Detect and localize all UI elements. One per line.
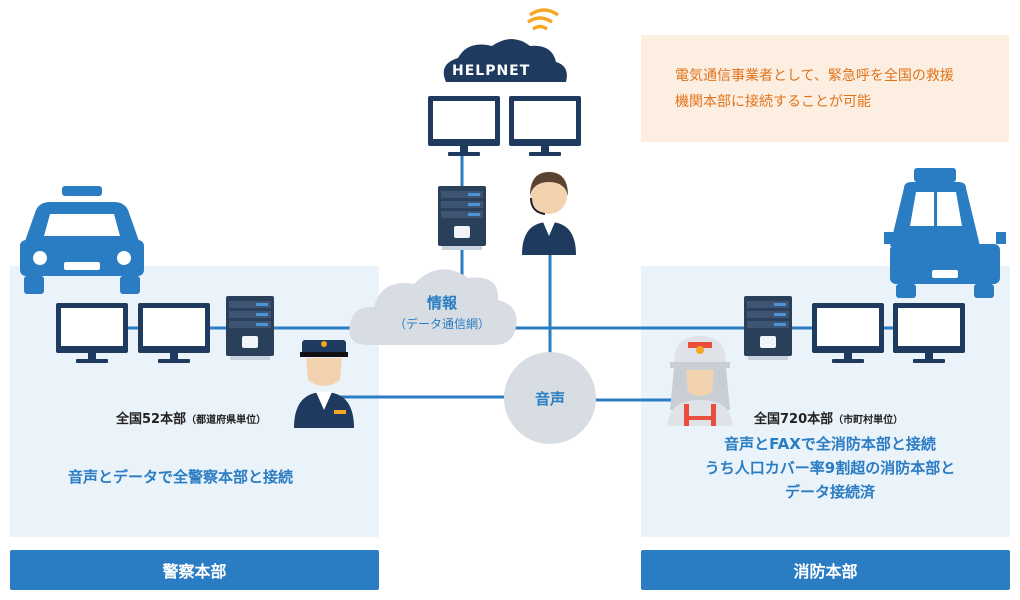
operator-icon bbox=[522, 172, 576, 255]
police-car-icon bbox=[20, 186, 144, 294]
cloud-sublabel: （データ通信網） bbox=[393, 317, 490, 331]
police-count-unit: （都道府県単位） bbox=[186, 415, 267, 426]
police-count-label: 全国52本部（都道府県単位） bbox=[116, 408, 266, 427]
cloud-label: 情報 bbox=[426, 294, 457, 312]
fire-footer: 消防本部 bbox=[641, 550, 1010, 590]
helpnet-logo bbox=[443, 8, 567, 82]
info-note: 電気通信事業者として、緊急呼を全国の救援 機関本部に接続することが可能 bbox=[641, 35, 1009, 142]
fire-description-line-2: うち人口カバー率9割超の消防本部と bbox=[704, 459, 956, 477]
data-network-cloud bbox=[349, 269, 517, 345]
fire-monitor-1 bbox=[812, 303, 884, 363]
note-line-1: 電気通信事業者として、緊急呼を全国の救援 bbox=[675, 68, 954, 84]
police-footer: 警察本部 bbox=[10, 550, 379, 590]
police-officer-icon bbox=[294, 340, 354, 428]
voice-network-circle bbox=[504, 352, 596, 444]
voice-label: 音声 bbox=[534, 390, 565, 408]
helpnet-monitor-2 bbox=[509, 96, 581, 156]
fire-description-line-1: 音声とFAXで全消防本部と接続 bbox=[724, 435, 936, 453]
police-count: 全国52本部 bbox=[116, 412, 187, 427]
firefighter-icon bbox=[668, 336, 732, 426]
connection-lines bbox=[92, 118, 930, 402]
helpnet-monitor-1 bbox=[428, 96, 500, 156]
note-line-2: 機関本部に接続することが可能 bbox=[675, 94, 871, 110]
police-monitor-1 bbox=[56, 303, 128, 363]
fire-count-unit: （市町村単位） bbox=[833, 415, 904, 426]
fire-vehicle-icon bbox=[884, 168, 1006, 298]
fire-server bbox=[744, 296, 792, 360]
police-description: 音声とデータで全警察本部と接続 bbox=[68, 468, 294, 486]
fire-monitor-2 bbox=[893, 303, 965, 363]
helpnet-server bbox=[438, 186, 486, 250]
fire-count-label: 全国720本部（市町村単位） bbox=[754, 408, 903, 427]
police-monitor-2 bbox=[138, 303, 210, 363]
helpnet-logo-text: HELPNET bbox=[452, 63, 531, 79]
fire-count: 全国720本部 bbox=[754, 412, 834, 427]
police-server bbox=[226, 296, 274, 360]
fire-description-line-3: データ接続済 bbox=[784, 483, 875, 501]
